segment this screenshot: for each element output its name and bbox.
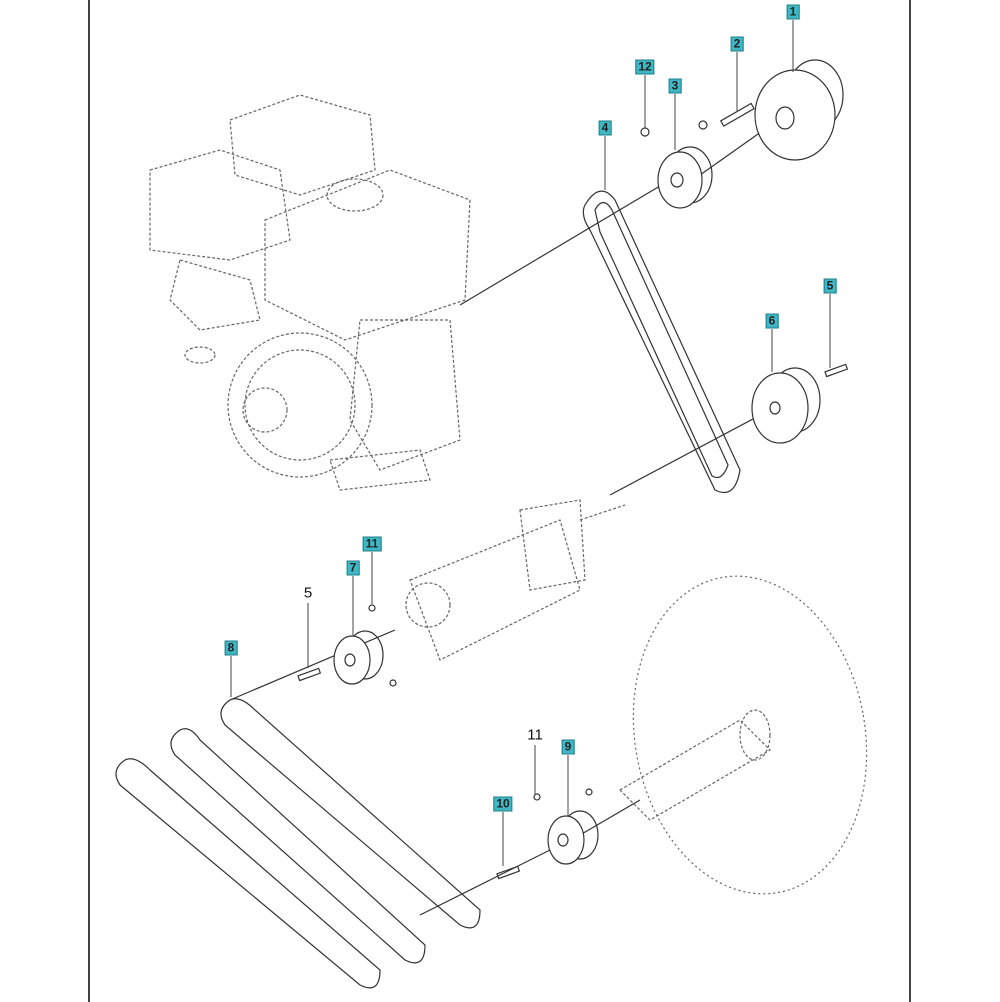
belt-4 bbox=[582, 190, 741, 494]
callout-3[interactable]: 3 bbox=[668, 78, 682, 94]
callout-5-top[interactable]: 5 bbox=[823, 278, 837, 294]
callout-9[interactable]: 9 bbox=[561, 739, 575, 755]
pulley-7 bbox=[297, 604, 397, 687]
cutting-disc bbox=[632, 575, 868, 895]
callout-10[interactable]: 10 bbox=[493, 796, 513, 812]
callout-5-lower: 5 bbox=[303, 584, 313, 602]
callout-8[interactable]: 8 bbox=[224, 640, 238, 656]
callout-6[interactable]: 6 bbox=[765, 313, 779, 329]
pulley-1 bbox=[754, 59, 844, 161]
key-2 bbox=[719, 102, 755, 127]
callout-11-lower: 11 bbox=[527, 726, 543, 744]
page-frame bbox=[88, 0, 911, 1002]
pulley-3 bbox=[640, 120, 713, 209]
callout-1[interactable]: 1 bbox=[786, 4, 800, 20]
belts-8 bbox=[115, 698, 481, 989]
engine bbox=[149, 94, 471, 491]
pulley-9 bbox=[496, 788, 599, 880]
pulley-6 bbox=[751, 363, 849, 444]
axis-lines bbox=[229, 114, 786, 916]
callout-12[interactable]: 12 bbox=[635, 59, 655, 75]
callout-2[interactable]: 2 bbox=[730, 36, 744, 52]
callout-4[interactable]: 4 bbox=[598, 120, 612, 136]
callout-11-upper[interactable]: 11 bbox=[362, 536, 382, 552]
gearbox bbox=[405, 499, 626, 661]
leader-lines bbox=[230, 20, 831, 866]
disc-shaft bbox=[619, 709, 771, 821]
callout-7[interactable]: 7 bbox=[346, 560, 360, 576]
